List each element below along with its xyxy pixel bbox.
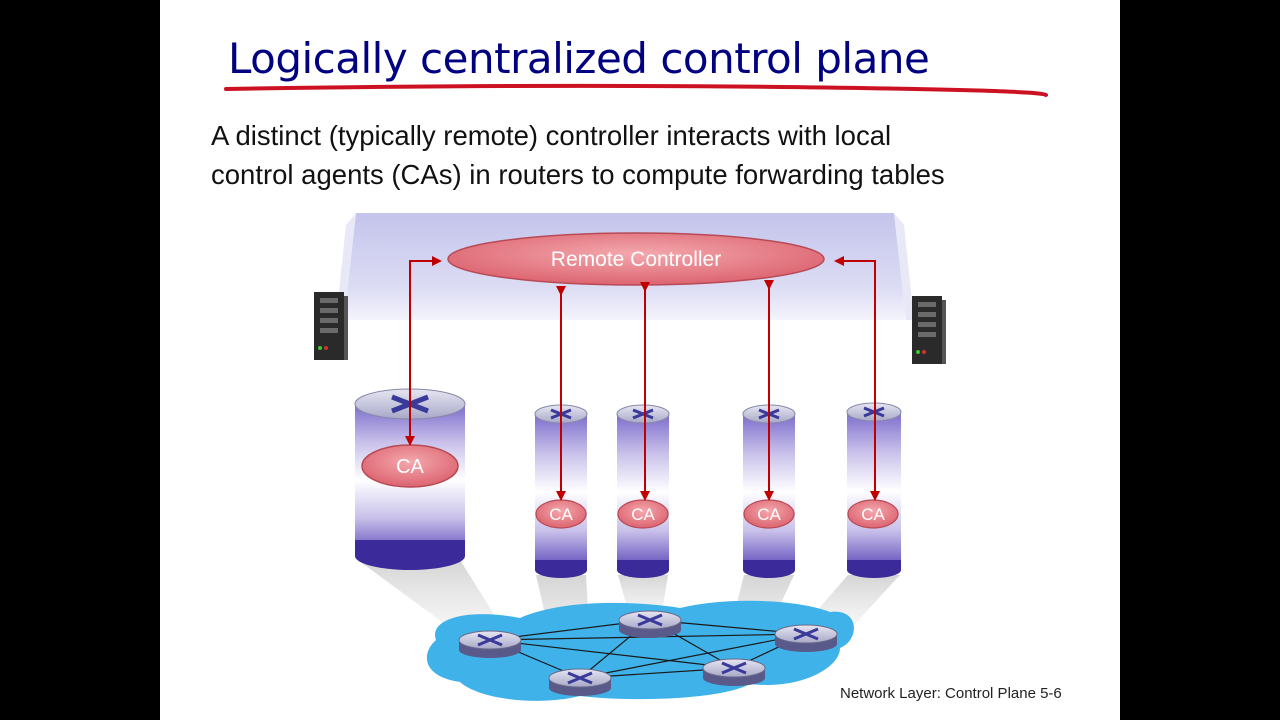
ca-label: CA	[549, 505, 573, 524]
server-icon	[912, 296, 946, 364]
body-line-2: control agents (CAs) in routers to compu…	[211, 159, 945, 190]
ca-label: CA	[631, 505, 655, 524]
router-cylinder	[616, 404, 670, 578]
slide-footer: Network Layer: Control Plane 5-6	[840, 685, 1062, 702]
network-router	[618, 610, 682, 638]
controller-arrows	[405, 256, 880, 501]
slide-title: Logically centralized control plane	[228, 34, 930, 83]
ca-label: CA	[861, 505, 885, 524]
body-line-1: A distinct (typically remote) controller…	[211, 120, 892, 151]
network-router	[548, 668, 612, 696]
server-icon	[314, 292, 348, 360]
title-underline	[224, 83, 1048, 97]
slide: Logically centralized control plane A di…	[160, 0, 1120, 720]
body-text: A distinct (typically remote) controller…	[211, 116, 1111, 194]
ca-label: CA	[757, 505, 781, 524]
network-router	[458, 630, 522, 658]
network-router	[774, 624, 838, 652]
panel-right-edge	[894, 213, 914, 320]
remote-controller-label: Remote Controller	[551, 248, 721, 271]
network-router	[702, 658, 766, 686]
ca-label: CA	[396, 456, 424, 478]
remote-controller-ellipse	[447, 232, 825, 286]
sdn-diagram: Remote Controller	[314, 213, 946, 701]
